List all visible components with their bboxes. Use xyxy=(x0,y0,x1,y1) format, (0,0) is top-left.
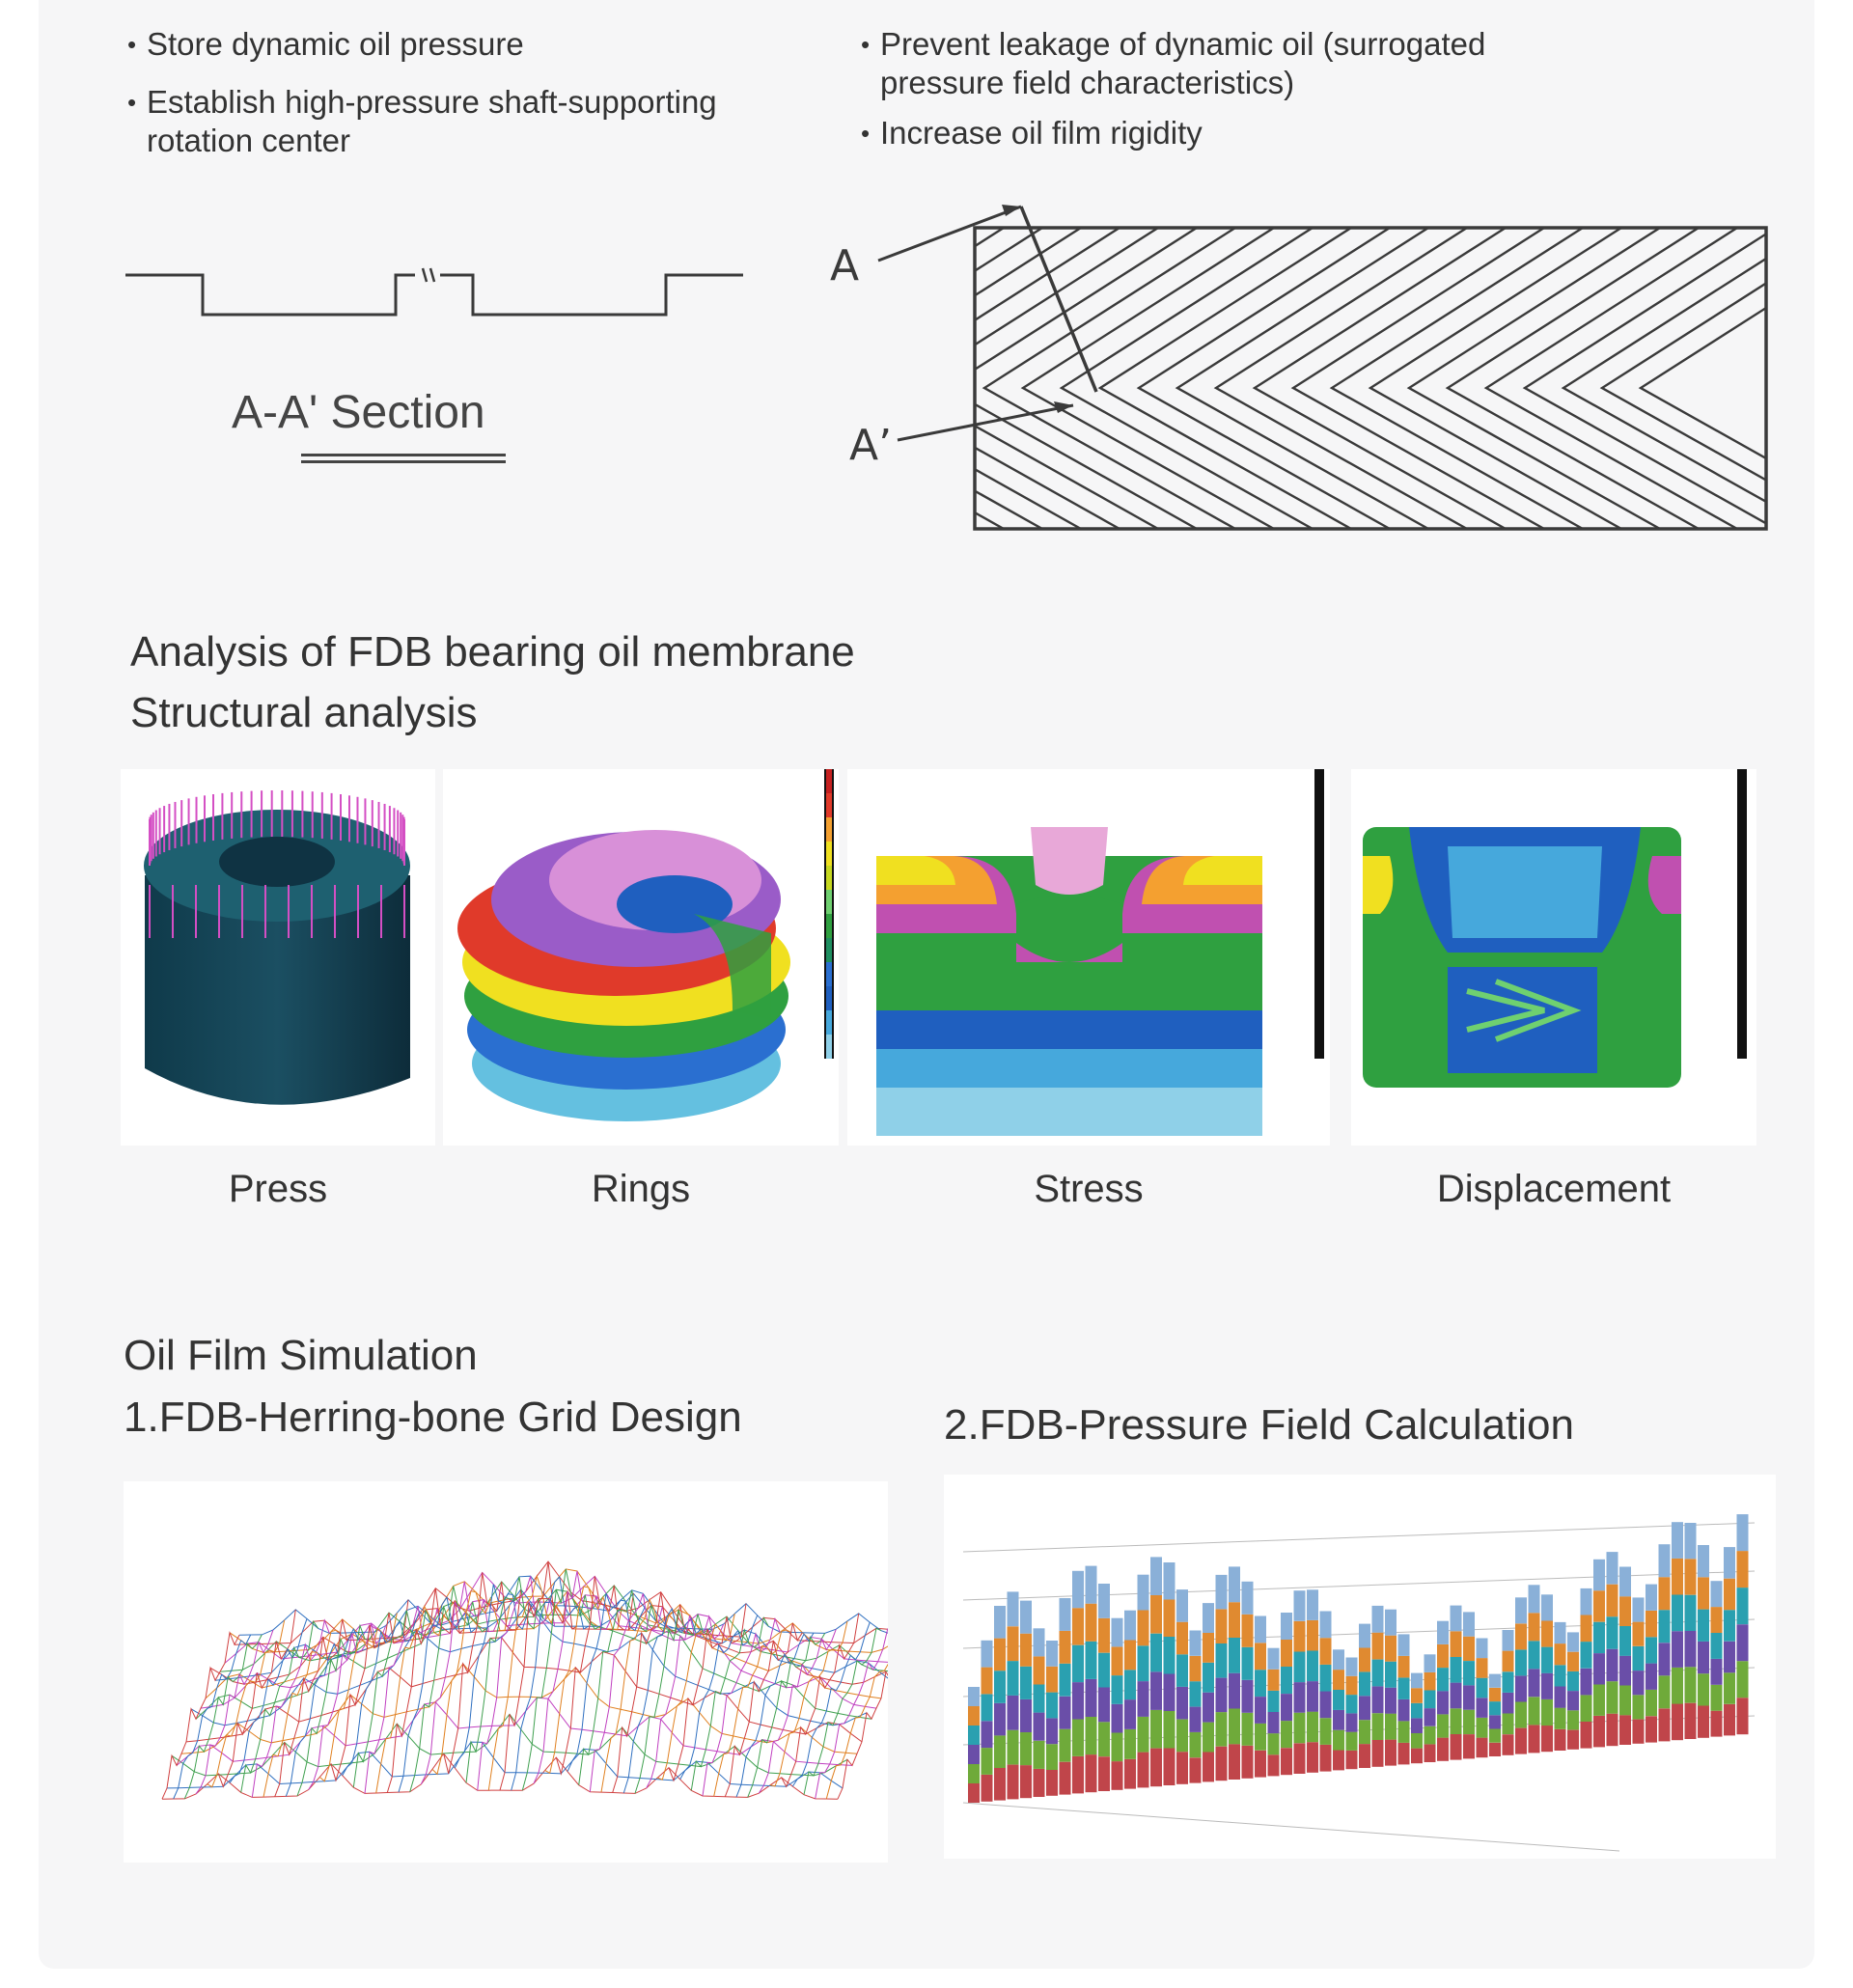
herringbone-mesh-plot xyxy=(161,1560,888,1800)
rings-label: Rings xyxy=(591,1168,691,1210)
pressure-field-panel xyxy=(944,1475,1776,1859)
rings-image xyxy=(457,769,834,1121)
stress-image xyxy=(876,769,1324,1136)
groove-frame xyxy=(973,226,1768,531)
marker-a-prime: A’ xyxy=(849,421,892,470)
bullet-prevent-leakage: Prevent leakage of dynamic oil (surrogat… xyxy=(861,25,1575,102)
structural-heading-line2: Structural analysis xyxy=(130,689,478,736)
bullet-film-rigidity: Increase oil film rigidity xyxy=(861,114,1575,152)
arrow-a xyxy=(877,205,1022,262)
groove-lines xyxy=(975,228,1766,529)
cut-line xyxy=(1019,206,1098,393)
pressure-field-heading: 2.FDB-Pressure Field Calculation xyxy=(944,1401,1574,1449)
arrowhead-a-prime xyxy=(1054,401,1073,413)
bullet-rotation-center: Establish high-pressure shaft-supporting… xyxy=(127,83,784,160)
herringbone-groove-diagram: A A’ xyxy=(830,205,1768,531)
stress-panel xyxy=(847,769,1330,1146)
section-label: A-A' Section xyxy=(232,387,485,438)
herringbone-grid-panel xyxy=(124,1481,888,1863)
press-panel xyxy=(121,769,435,1146)
pressure-field-plot xyxy=(962,1514,1756,1852)
simulation-heading-line2: 1.FDB-Herring-bone Grid Design xyxy=(124,1394,742,1441)
section-underline-1 xyxy=(301,454,506,456)
press-label: Press xyxy=(228,1168,328,1210)
rings-panel xyxy=(443,769,839,1146)
section-underline-2 xyxy=(301,460,506,463)
bullet-store-pressure: Store dynamic oil pressure xyxy=(127,25,764,64)
content-card: Store dynamic oil pressure Establish hig… xyxy=(39,0,1814,1969)
structural-heading-line1: Analysis of FDB bearing oil membrane xyxy=(130,628,855,676)
marker-a: A xyxy=(830,241,859,290)
section-profile-diagram xyxy=(125,267,743,317)
arrowhead-a xyxy=(1002,205,1021,216)
simulation-heading-line1: Oil Film Simulation xyxy=(124,1332,478,1379)
displacement-panel xyxy=(1351,769,1756,1146)
displacement-label: Displacement xyxy=(1436,1168,1672,1210)
press-image xyxy=(144,790,410,1105)
arrow-a-prime xyxy=(897,403,1074,442)
displacement-image xyxy=(1363,769,1747,1088)
stress-label: Stress xyxy=(1034,1168,1144,1210)
